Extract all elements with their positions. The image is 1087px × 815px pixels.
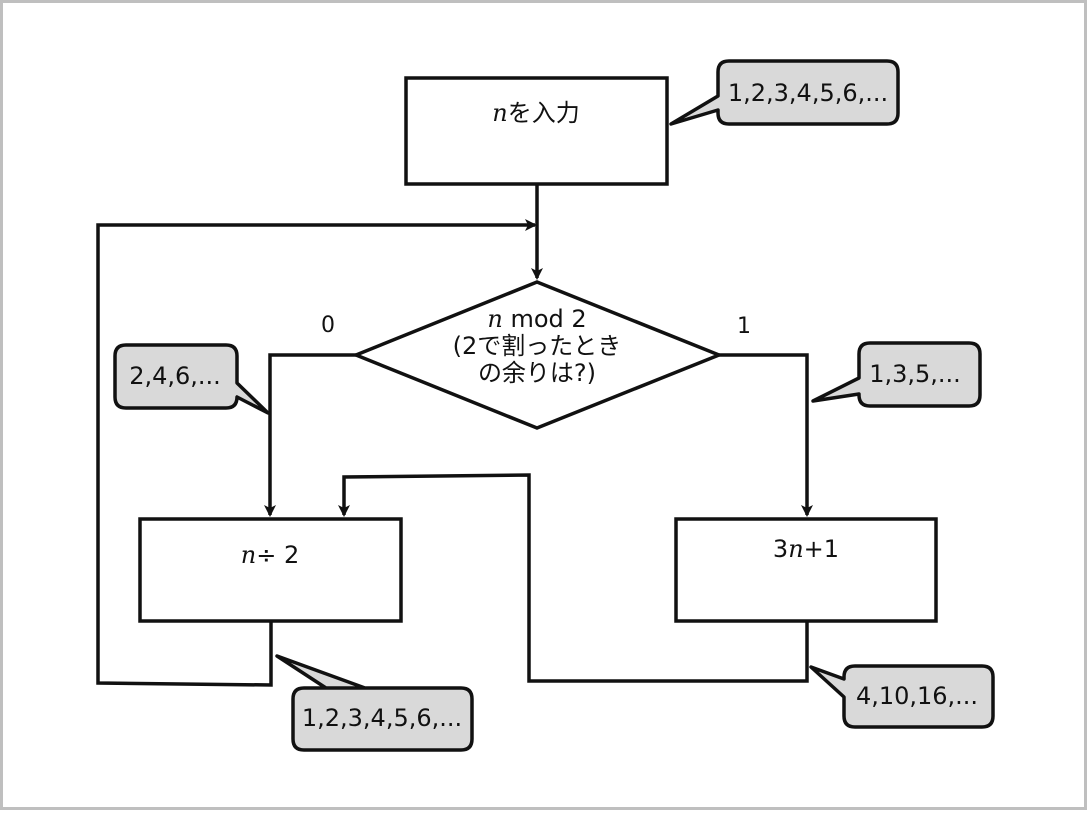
connector-even-branch — [264, 353, 356, 517]
callout-even-values: 2,4,6,... — [113, 343, 270, 415]
half-label: n÷ 2 — [241, 541, 299, 569]
connector-loop-back — [96, 219, 537, 687]
connector-triple-to-half — [338, 473, 809, 683]
callout-input-values: 1,2,3,4,5,6,... — [669, 59, 900, 126]
decision-diamond: n mod 2 (2で割ったとき の余りは?) — [351, 280, 724, 430]
decision-line-2: (2で割ったとき — [453, 332, 622, 360]
input-label: nを入力 — [492, 99, 579, 127]
callout-half-values: 1,2,3,4,5,6,... — [275, 654, 474, 752]
callout-input-text: 1,2,3,4,5,6,... — [728, 79, 888, 107]
triple-box: 3n+1 — [674, 517, 938, 623]
callout-triple-text: 4,10,16,... — [856, 682, 978, 710]
callout-triple-values: 4,10,16,... — [809, 664, 995, 729]
callout-odd-text: 1,3,5,... — [869, 360, 961, 388]
callout-half-text: 1,2,3,4,5,6,... — [302, 704, 462, 732]
decision-line-1: n mod 2 — [487, 305, 586, 333]
callout-odd-values: 1,3,5,... — [811, 341, 982, 408]
callout-even-text: 2,4,6,... — [129, 362, 221, 390]
triple-label: 3n+1 — [773, 535, 839, 563]
connector-odd-branch — [719, 353, 813, 517]
decision-line-3: の余りは?) — [478, 359, 596, 387]
half-box: n÷ 2 — [138, 517, 403, 623]
input-box: nを入力 — [404, 76, 669, 186]
even-branch-label: 0 — [321, 313, 335, 338]
odd-branch-label: 1 — [737, 314, 751, 339]
